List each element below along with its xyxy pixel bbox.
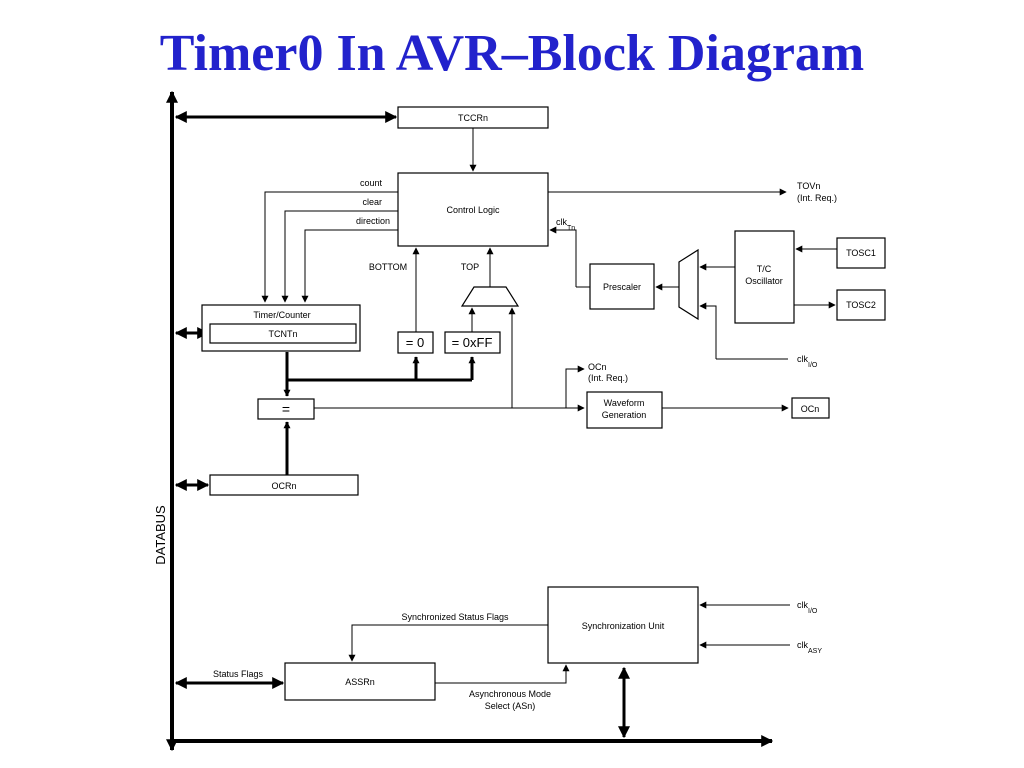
tc-oscillator-block: T/C Oscillator — [734, 230, 795, 324]
async-mode-label-2: Select (ASn) — [485, 701, 536, 711]
bottom-label: BOTTOM — [369, 262, 407, 272]
clear-label: clear — [362, 197, 382, 207]
svg-text:Oscillator: Oscillator — [745, 276, 783, 286]
top-label: TOP — [461, 262, 479, 272]
svg-text:OCRn: OCRn — [271, 481, 296, 491]
tosc2-pin: TOSC2 — [836, 289, 886, 321]
clk-tn-label: clkTn — [556, 217, 575, 232]
tosc1-pin: TOSC1 — [836, 237, 886, 269]
tccrn-register: TCCRn — [397, 106, 549, 129]
svg-text:Generation: Generation — [602, 410, 647, 420]
svg-text:Waveform: Waveform — [604, 398, 645, 408]
eq-ff-block: = 0xFF — [444, 331, 501, 354]
waveform-generation-block: Waveform Generation — [586, 391, 663, 429]
databus-label: DATABUS — [153, 505, 168, 565]
status-flags-label: Status Flags — [213, 669, 264, 679]
eq-zero-block: = 0 — [397, 331, 434, 354]
clk-io-label: clkI/O — [797, 354, 818, 369]
clk-asy-label: clkASY — [797, 640, 822, 655]
sync-flags-label: Synchronized Status Flags — [401, 612, 509, 622]
svg-text:Prescaler: Prescaler — [603, 282, 641, 292]
svg-text:ASSRn: ASSRn — [345, 677, 375, 687]
svg-text:= 0: = 0 — [406, 335, 424, 350]
async-mode-label-1: Asynchronous Mode — [469, 689, 551, 699]
control-logic-block: Control Logic — [397, 172, 549, 247]
ocrn-register: OCRn — [209, 474, 359, 496]
svg-text:T/C: T/C — [757, 264, 772, 274]
control-signals: count clear direction — [261, 178, 398, 303]
svg-text:TOSC2: TOSC2 — [846, 300, 876, 310]
count-label: count — [360, 178, 383, 188]
ocn-flag-label: OCn — [588, 362, 607, 372]
synchronization-unit-block: Synchronization Unit — [547, 586, 699, 664]
comparator-block: = — [257, 398, 315, 420]
databus: DATABUS — [153, 90, 774, 752]
prescaler-block: Prescaler — [589, 263, 655, 310]
svg-text:OCn: OCn — [801, 404, 820, 414]
svg-text:= 0xFF: = 0xFF — [452, 335, 493, 350]
svg-text:Timer/Counter: Timer/Counter — [253, 310, 310, 320]
svg-text:=: = — [282, 401, 290, 417]
tovn-label: TOVn — [797, 181, 820, 191]
ocn-pin: OCn — [791, 397, 830, 419]
top-mux — [460, 286, 520, 307]
slide-title: Timer0 In AVR–Block Diagram — [159, 25, 865, 82]
tcntn-register: TCNTn — [269, 329, 298, 339]
clk-io2-label: clkI/O — [797, 600, 818, 615]
tovn-int-label: (Int. Req.) — [797, 193, 837, 203]
timer-counter-block: Timer/Counter TCNTn — [201, 304, 361, 352]
ocn-int-label: (Int. Req.) — [588, 373, 628, 383]
clock-mux — [678, 248, 699, 321]
svg-text:Control Logic: Control Logic — [446, 205, 500, 215]
svg-text:TOSC1: TOSC1 — [846, 248, 876, 258]
assrn-register: ASSRn — [284, 662, 436, 701]
direction-label: direction — [356, 216, 390, 226]
svg-text:TCCRn: TCCRn — [458, 113, 488, 123]
svg-text:Synchronization Unit: Synchronization Unit — [582, 621, 665, 631]
